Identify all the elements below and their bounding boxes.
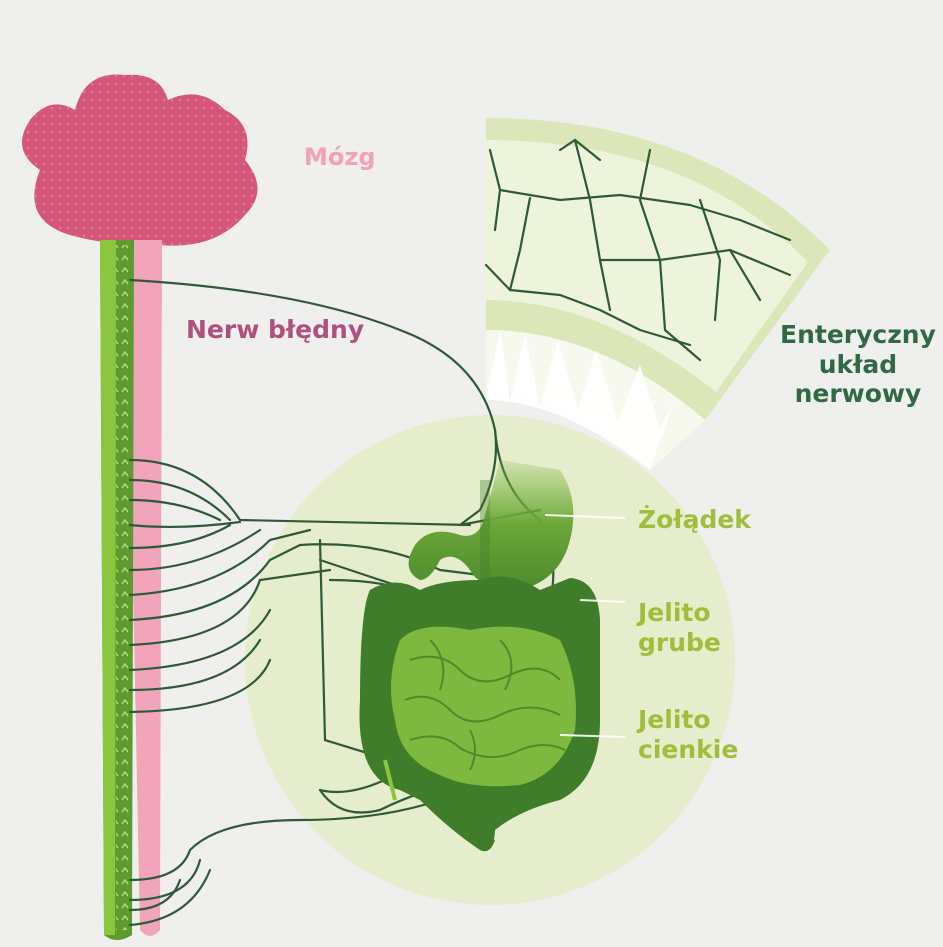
enteric-network-icon [486, 118, 830, 470]
enteric-label-line3: nerwowy [780, 379, 936, 409]
small-intestine-label-line1: Jelito [638, 705, 738, 735]
large-intestine-label-line1: Jelito [638, 598, 721, 628]
large-intestine-label: Jelito grube [638, 598, 721, 657]
stomach-label: Żołądek [638, 505, 751, 535]
small-intestine-label: Jelito cienkie [638, 705, 738, 764]
vagus-nerve-label: Nerw błędny [186, 315, 364, 345]
spinal-cord-icon [100, 240, 162, 940]
enteric-nervous-system-label: Enteryczny układ nerwowy [780, 320, 936, 409]
enteric-label-line1: Enteryczny [780, 320, 936, 350]
brain-label: Mózg [304, 143, 376, 171]
large-intestine-label-line2: grube [638, 628, 721, 658]
small-intestine-label-line2: cienkie [638, 735, 738, 765]
brain-icon [22, 74, 258, 245]
enteric-label-line2: układ [780, 350, 936, 380]
